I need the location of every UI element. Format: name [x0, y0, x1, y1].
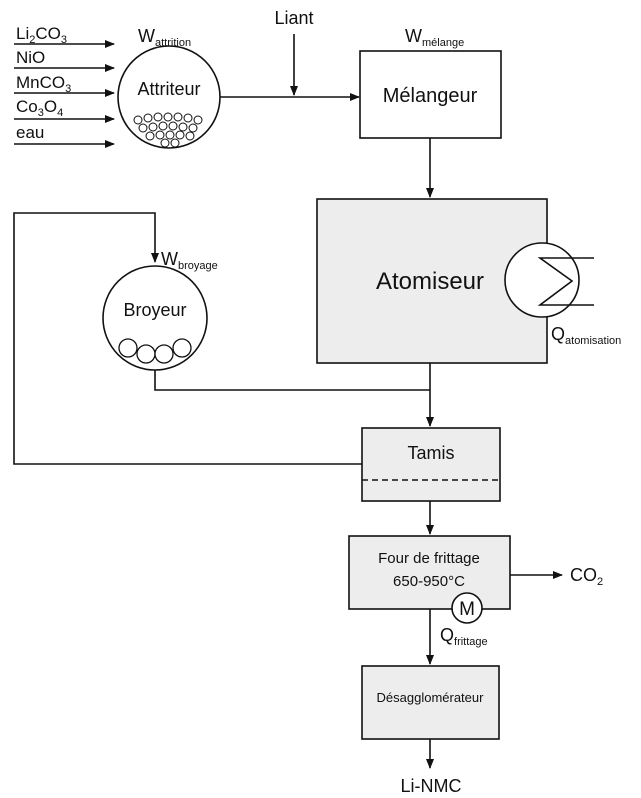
atomisation-heat-label: Qatomisation: [551, 324, 621, 347]
attriteur-label: Attriteur: [137, 79, 200, 99]
broyage-work-label: Wbroyage: [161, 249, 218, 272]
input-label-li2co3: Li2CO3: [16, 24, 67, 46]
melangeur-label: Mélangeur: [383, 85, 478, 107]
attriteur-balls: [133, 112, 203, 148]
heater-symbol-letter: M: [459, 599, 475, 620]
broyeur-label: Broyeur: [123, 300, 186, 320]
melangeur-box: [359, 50, 502, 139]
co2-label: CO2: [570, 565, 603, 588]
input-label-co3o4: Co3O4: [16, 97, 63, 119]
tamis-label: Tamis: [407, 443, 454, 463]
input-arrows: [14, 40, 115, 148]
melange-work-label: Wmélange: [405, 26, 464, 49]
recycle-loop-arrow: [13, 212, 362, 465]
frittage-heat-label: Qfrittage: [440, 625, 488, 648]
four-label-line2: 650-950°C: [393, 573, 465, 590]
four-box: [348, 535, 511, 610]
heat-exchanger-coil-icon: [537, 257, 594, 306]
liant-label: Liant: [274, 8, 313, 28]
input-label-mnco3: MnCO3: [16, 73, 71, 95]
input-label-nio: NiO: [16, 48, 45, 67]
output-product-label: Li-NMC: [401, 776, 462, 796]
frittage-heater-icon: [451, 592, 483, 624]
tamis-box: [361, 427, 501, 502]
atomiseur-label: Atomiseur: [376, 268, 484, 295]
input-label-eau: eau: [16, 123, 44, 142]
broyeur-to-tamis-line: [154, 370, 430, 391]
broyeur-balls: [118, 338, 192, 364]
desagglomerateur-label: Désagglomérateur: [377, 690, 485, 705]
atomiseur-heat-exchanger-icon: [504, 242, 580, 318]
four-label-line1: Four de frittage: [378, 550, 480, 567]
